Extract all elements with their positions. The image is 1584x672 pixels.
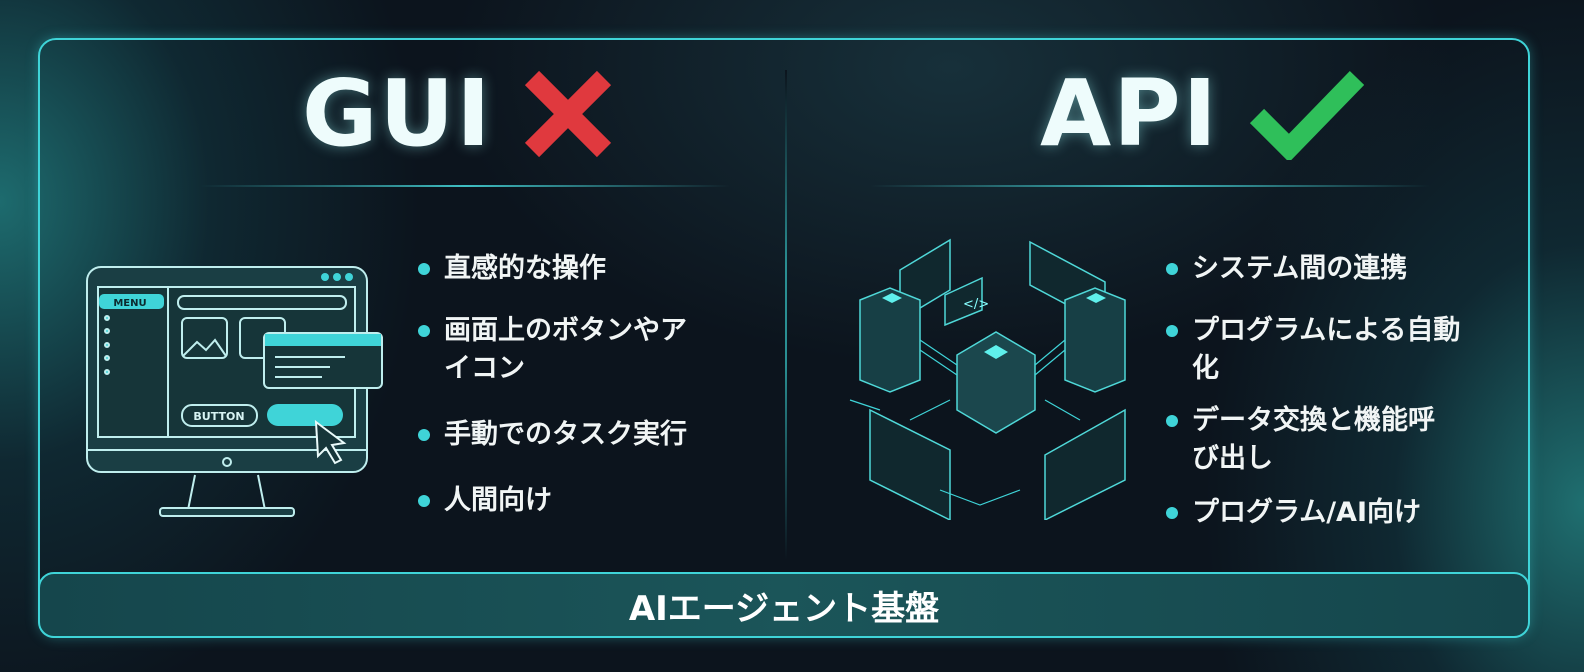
center-divider xyxy=(785,70,787,560)
api-title: API xyxy=(1040,60,1219,167)
gui-title: GUI xyxy=(302,60,493,167)
code-tag: </> xyxy=(963,297,989,312)
gui-heading: GUI xyxy=(302,60,614,167)
footer-banner: AIエージェント基盤 xyxy=(38,572,1530,638)
gui-feature: 人間向け xyxy=(418,482,708,520)
gui-underline xyxy=(200,185,730,187)
check-icon xyxy=(1249,70,1364,160)
api-feature: プログラム/AI向け xyxy=(1166,494,1466,532)
gui-features-list: 直感的な操作 画面上のボタンやアイコン 手動でのタスク実行 人間向け xyxy=(418,250,708,520)
api-features-list: システム間の連携 プログラムによる自動化 データ交換と機能呼び出し プログラム/… xyxy=(1166,250,1466,532)
api-underline xyxy=(870,185,1430,187)
footer-label: AIエージェント基盤 xyxy=(628,588,940,629)
gui-feature: 画面上のボタンやアイコン xyxy=(418,312,708,388)
api-feature: プログラムによる自動化 xyxy=(1166,312,1466,388)
gui-feature: 直感的な操作 xyxy=(418,250,708,288)
cross-icon xyxy=(525,70,612,157)
menu-label: MENU xyxy=(113,298,146,309)
button-label: BUTTON xyxy=(193,410,244,423)
api-heading: API xyxy=(1040,60,1364,167)
monitor-illustration: MENU BUTTON xyxy=(86,266,383,517)
api-feature: データ交換と機能呼び出し xyxy=(1166,402,1456,478)
api-feature: システム間の連携 xyxy=(1166,250,1466,288)
servers-illustration: </> xyxy=(849,238,1126,520)
gui-feature: 手動でのタスク実行 xyxy=(418,416,708,454)
